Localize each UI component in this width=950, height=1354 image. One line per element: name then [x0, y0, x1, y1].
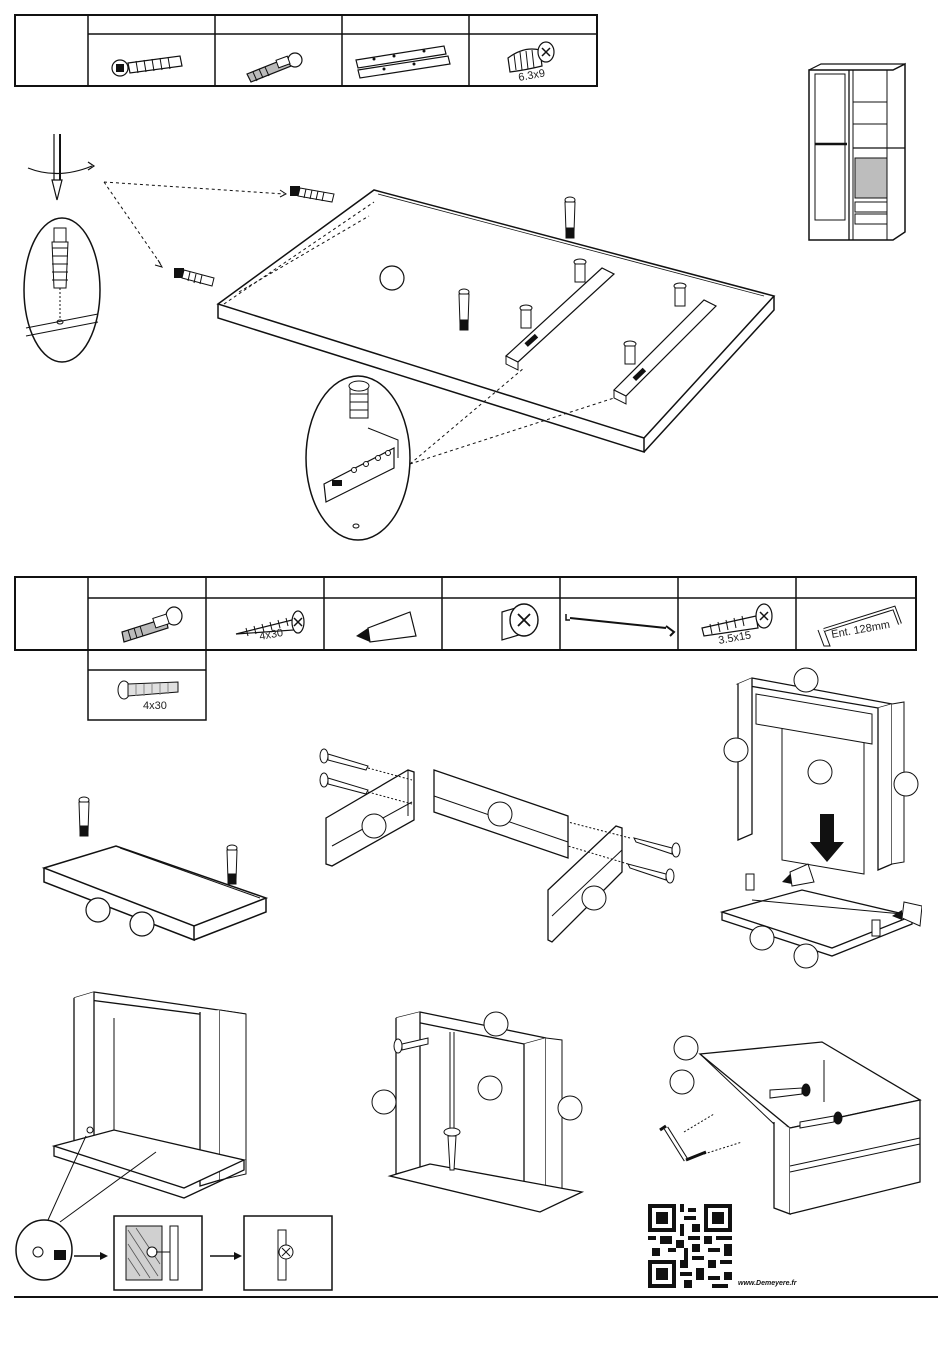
euro-screw-icon [508, 42, 554, 72]
cam-bolt-icon [290, 186, 334, 202]
step-box-cam-lock-illustration [10, 990, 340, 1295]
cam-bolt-long-icon [112, 56, 182, 76]
handle-bolt-icon [118, 681, 178, 699]
step-cabinet-assembly-illustration [712, 664, 922, 974]
detail-zoom-rail-screw [306, 376, 410, 540]
footer-divider [14, 1296, 938, 1298]
cam-bolt-icon [247, 53, 302, 82]
drawer-handle-label: Ent. 128mm [830, 619, 890, 641]
hex-key-icon [566, 614, 674, 636]
cam-bolt-icon [174, 268, 214, 286]
website-url[interactable]: www.Demeyere.fr [738, 1280, 797, 1287]
cam-lock-icon [502, 604, 538, 640]
wardrobe-overview-illustration [805, 62, 910, 244]
drawer-handle-icon [660, 1126, 706, 1160]
drawer-slide-rail-icon [356, 46, 450, 78]
glue-bottle-icon [356, 612, 416, 642]
screwdriver-icon [28, 134, 94, 200]
step-drawer-sides-illustration [312, 746, 682, 956]
step-bottom-panel-illustration [40, 794, 280, 944]
part-number-marker [380, 266, 404, 290]
handle-bolt-label: 4x30 [143, 700, 167, 712]
step-panel-rails-illustration [14, 128, 784, 548]
qr-code-icon [648, 1204, 732, 1288]
parts-table-1: 6.3x9 [14, 14, 599, 88]
detail-zoom-cam-bolt [24, 218, 100, 362]
step-box-screws-illustration [370, 1006, 590, 1216]
step-drawer-handle-illustration [654, 1032, 929, 1217]
cam-bolt-icon [122, 607, 182, 642]
